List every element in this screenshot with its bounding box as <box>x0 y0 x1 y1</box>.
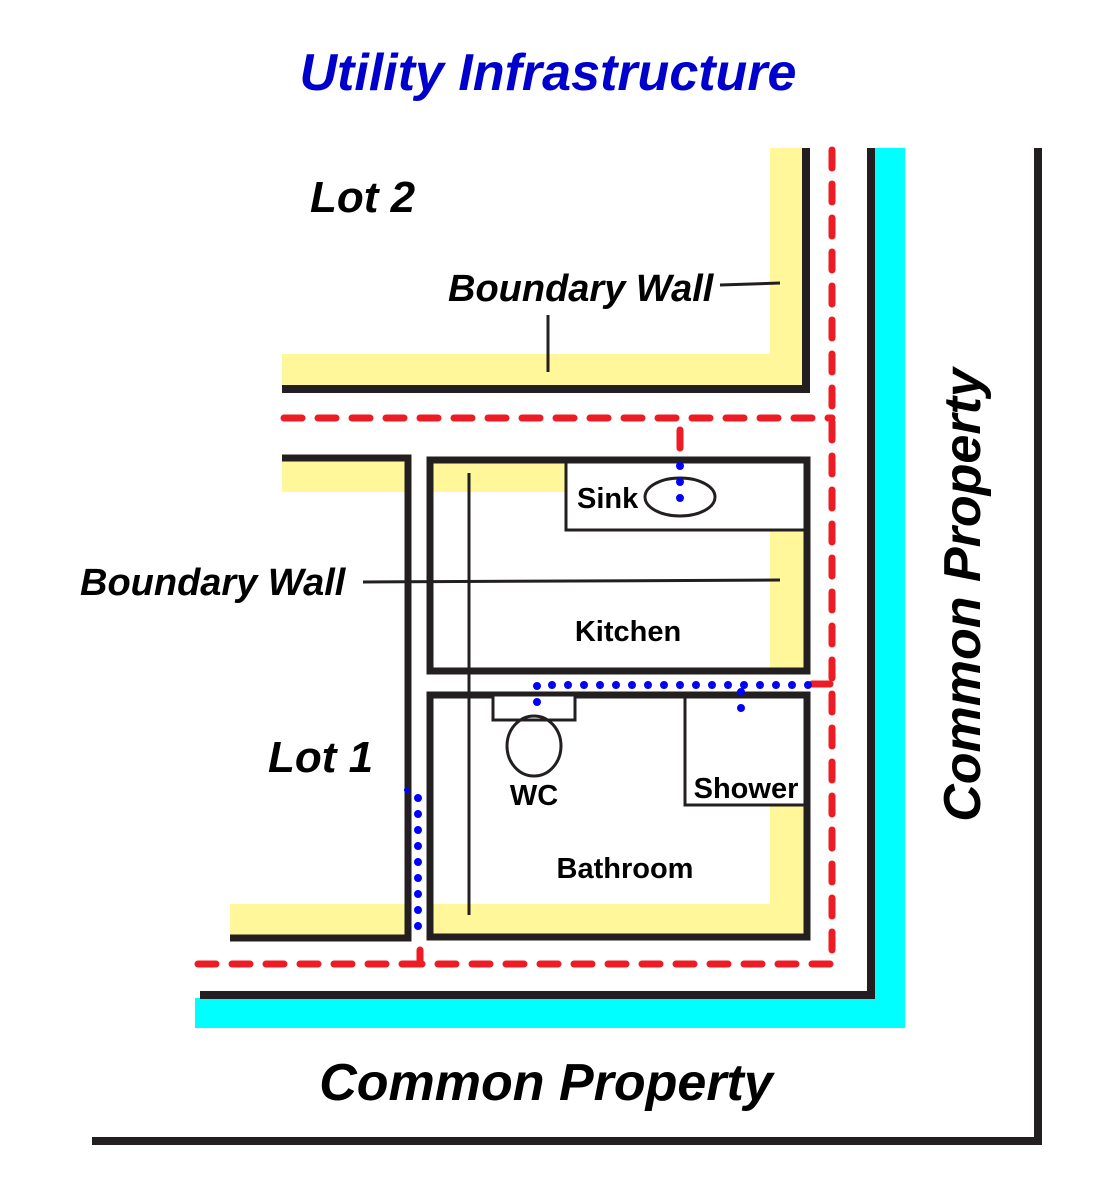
wc-bowl <box>505 714 563 778</box>
common-property-right-label: Common Property <box>934 365 992 822</box>
lot1-label: Lot 1 <box>268 733 373 782</box>
boundary-wall-top-label: Boundary Wall <box>448 268 715 310</box>
common-property-bottom-label: Common Property <box>319 1054 776 1112</box>
boundary-leader-lines <box>362 281 781 915</box>
red-service-line <box>188 146 836 968</box>
lot2-label: Lot 2 <box>310 173 416 222</box>
common-property-outline <box>92 148 1042 1145</box>
shower-label: Shower <box>694 773 799 805</box>
diagram-title: Utility Infrastructure <box>300 44 797 102</box>
sink-counter <box>564 458 809 532</box>
bathroom-label: Bathroom <box>557 853 694 885</box>
lot2-boundary-wall <box>282 148 810 393</box>
lot1-boundary-wall <box>230 454 412 942</box>
boundary-wall-left-label: Boundary Wall <box>80 562 347 604</box>
sink-label: Sink <box>577 483 639 515</box>
wc-label: WC <box>510 780 558 812</box>
kitchen-label: Kitchen <box>575 616 681 648</box>
common-property-edge <box>195 148 905 1028</box>
blue-service-line <box>404 462 812 944</box>
shower-enclosure <box>683 693 809 807</box>
bathroom-room <box>426 691 811 941</box>
